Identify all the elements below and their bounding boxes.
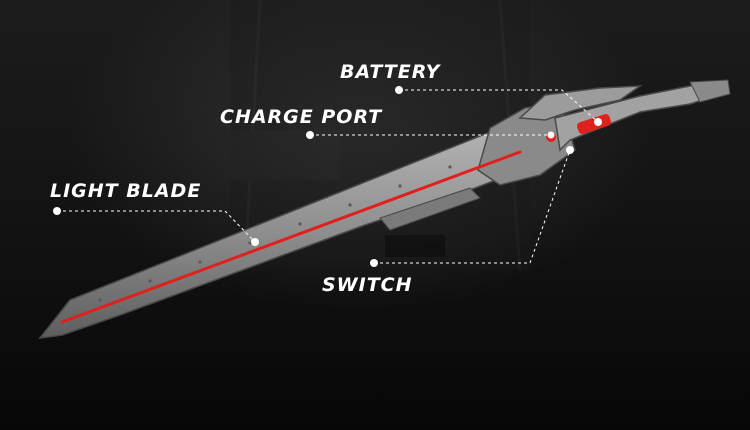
battery-target-marker [594, 118, 602, 126]
charge-port-label: CHARGE PORT [220, 106, 383, 128]
charge-port-marker [306, 131, 314, 139]
marker-dots [53, 86, 602, 267]
led-strip [60, 150, 522, 324]
battery-label: BATTERY [340, 61, 441, 83]
light-blade-target-marker [251, 238, 259, 246]
light-blade-label: LIGHT BLADE [50, 180, 202, 202]
switch-label: SWITCH [322, 274, 413, 296]
switch-target-marker [566, 146, 574, 154]
upper-prong [518, 85, 643, 121]
blade-spine [379, 187, 481, 231]
light-blade-leader [57, 210, 256, 243]
battery-cell [577, 114, 611, 134]
battery-leader [399, 89, 599, 123]
pommel [689, 79, 731, 103]
charge-port-target-marker [547, 131, 555, 139]
switch-marker [370, 259, 378, 267]
battery-marker [395, 86, 403, 94]
sword [38, 79, 731, 339]
guard [477, 101, 576, 186]
blade-rivets [98, 165, 452, 302]
leader-lines [57, 89, 599, 264]
light-blade-marker [53, 207, 61, 215]
switch-leader [374, 149, 571, 264]
